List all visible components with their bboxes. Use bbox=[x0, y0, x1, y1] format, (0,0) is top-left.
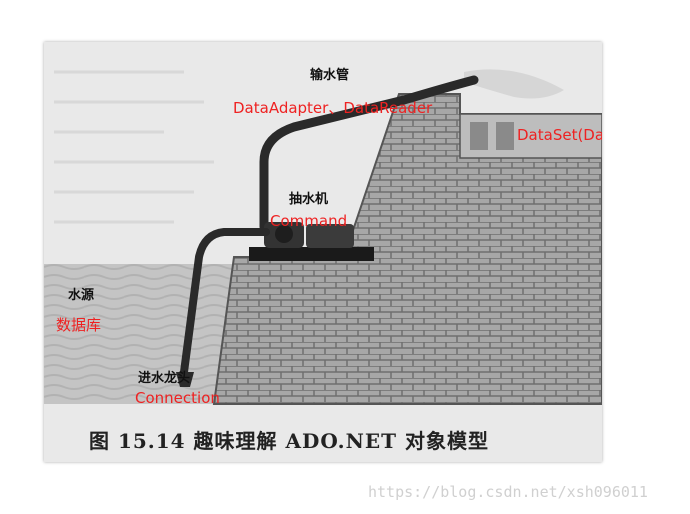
background-text-texture bbox=[54, 70, 214, 224]
watermark-url: https://blog.csdn.net/xsh096011 bbox=[368, 483, 648, 501]
faucet-label-en: Connection bbox=[135, 389, 220, 407]
tank-label-en: DataSet(DataTable) bbox=[517, 126, 602, 144]
figure-caption: 图 15.14 趣味理解 ADO.NET 对象模型 bbox=[89, 429, 489, 453]
water-system-illustration bbox=[44, 69, 602, 405]
outlet-pipe bbox=[259, 75, 479, 232]
pump bbox=[249, 222, 374, 261]
inlet-pipe bbox=[180, 228, 270, 376]
faucet bbox=[176, 372, 194, 387]
pump-label-cn: 抽水机 bbox=[289, 192, 329, 207]
pump-label-en: Command bbox=[270, 212, 348, 230]
water-spray bbox=[464, 69, 564, 99]
source-label-cn: 水源 bbox=[68, 288, 95, 303]
pipe-label-cn: 输水管 bbox=[310, 68, 350, 83]
faucet-label-cn: 进水龙头 bbox=[138, 371, 191, 386]
ado-net-figure: 输水管 DataAdapter、DataReader 抽水机 Command D… bbox=[44, 42, 602, 462]
pipe-label-en: DataAdapter、DataReader bbox=[233, 99, 433, 117]
source-label-en: 数据库 bbox=[56, 316, 102, 334]
